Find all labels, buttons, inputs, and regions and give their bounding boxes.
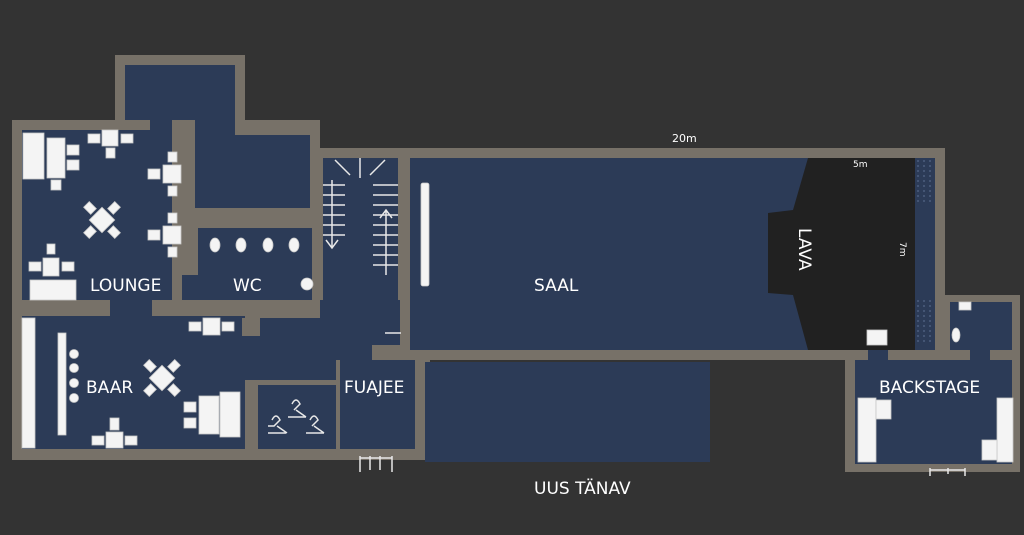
arrow-down-icon: [325, 180, 339, 250]
arrow-up-icon: [379, 208, 393, 275]
saal-bar-counter: [420, 182, 430, 287]
street-label: UUS TÄNAV: [534, 478, 631, 499]
room-label-baar: BAAR: [86, 378, 133, 398]
toilets: [209, 237, 972, 343]
fuajee-floor: [340, 360, 415, 449]
dimension-stage-depth: 5m: [853, 160, 868, 170]
stage-lava: [768, 158, 915, 350]
staircase[interactable]: [323, 158, 398, 275]
backstage-furniture: [857, 329, 1014, 463]
room-label-lounge: LOUNGE: [90, 276, 161, 296]
lounge-furniture: [22, 129, 182, 301]
storage-room-floor: [125, 65, 310, 208]
doors[interactable]: [359, 332, 966, 476]
room-label-lava: LAVA: [794, 228, 814, 271]
street-area: [425, 362, 710, 462]
dimension-hall-length: 20m: [672, 132, 697, 145]
room-label-fuajee: FUAJEE: [344, 378, 404, 398]
room-label-saal: SAAL: [534, 276, 579, 296]
dimension-stage-width: 7m: [897, 242, 907, 257]
room-label-wc: WC: [233, 276, 262, 296]
baar-furniture: [21, 317, 241, 449]
room-label-backstage: BACKSTAGE: [879, 378, 980, 398]
coat-hanger-icon: [268, 399, 325, 434]
